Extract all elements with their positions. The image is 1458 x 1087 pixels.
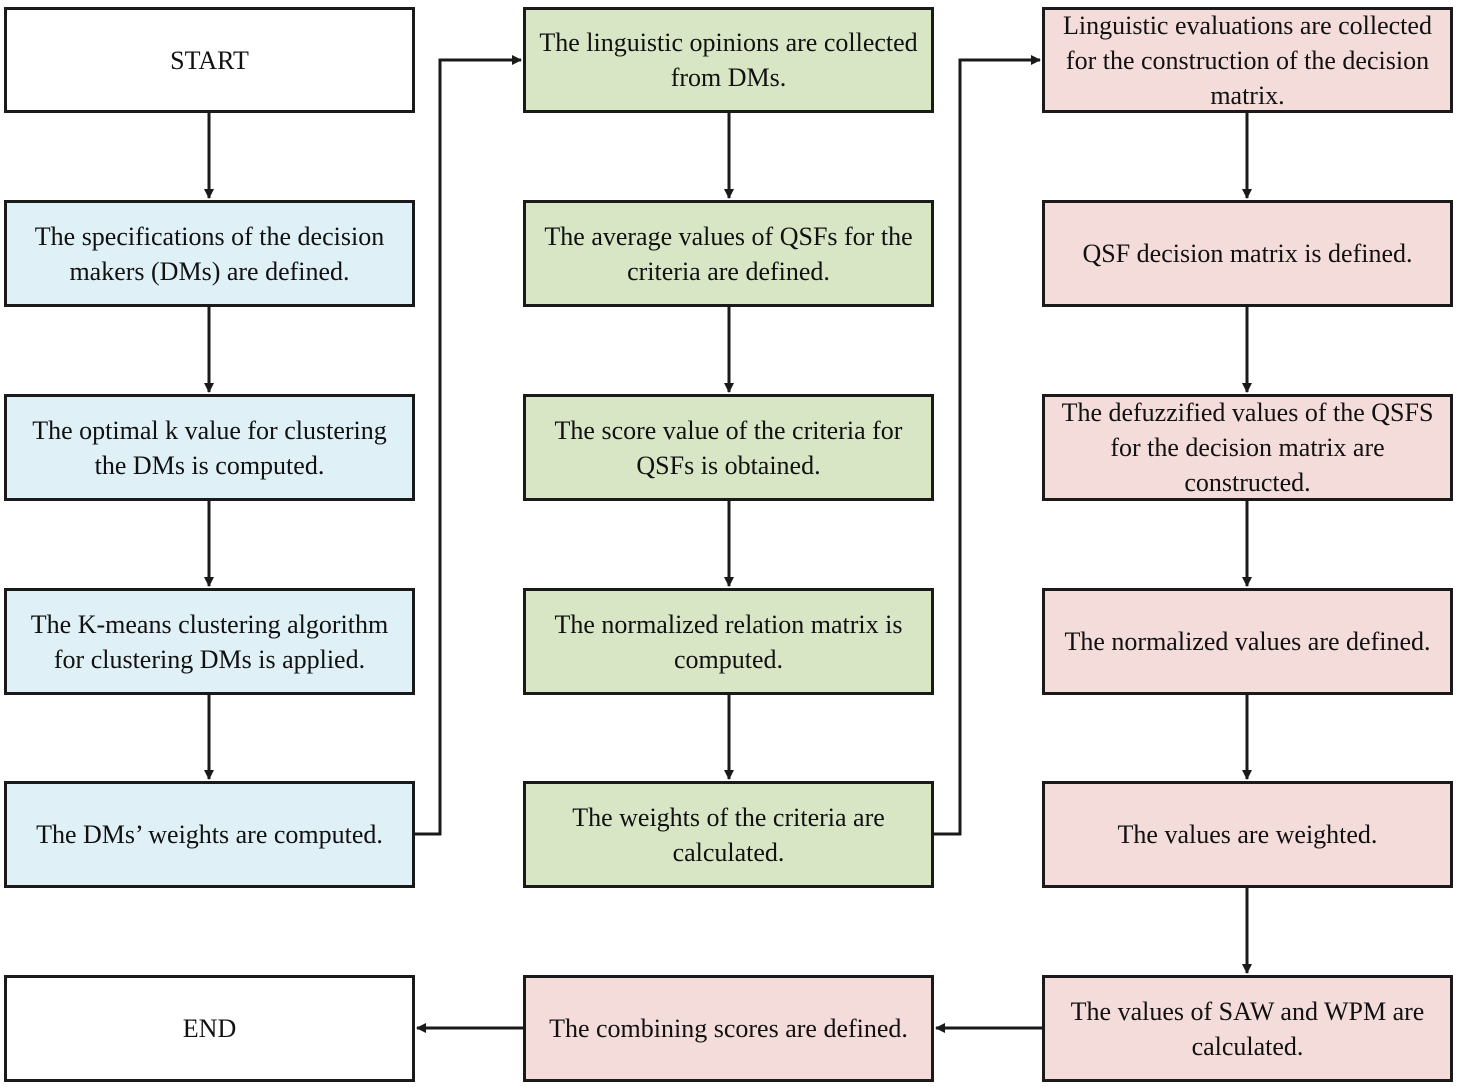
normalized-values-label: The normalized values are defined. — [1064, 627, 1431, 656]
collect-opinions-label: The linguistic opinions are collected fr… — [539, 28, 918, 92]
criteria-weights-label: The weights of the criteria are calculat… — [572, 802, 885, 867]
saw-wpm-node: The values of SAW and WPM are calculated… — [1042, 975, 1453, 1082]
linguistic-evals-node: Linguistic evaluations are collected for… — [1042, 7, 1453, 113]
optimal-k-label: The optimal k value for clustering the D… — [32, 415, 387, 480]
defuzzified-label: The defuzzified values of the QSFS for t… — [1061, 398, 1434, 497]
qsf-matrix-label: QSF decision matrix is defined. — [1082, 239, 1413, 268]
start-node: START — [4, 7, 415, 113]
dm-weights-node: The DMs’ weights are computed. — [4, 781, 415, 888]
score-value-label: The score value of the criteria for QSFs… — [554, 415, 903, 480]
normalized-values-node: The normalized values are defined. — [1042, 588, 1453, 695]
combining-scores-label: The combining scores are defined. — [549, 1014, 908, 1043]
combining-scores-node: The combining scores are defined. — [523, 975, 934, 1082]
end-label: END — [182, 1014, 237, 1043]
kmeans-label: The K-means clustering algorithm for clu… — [30, 609, 389, 674]
weighted-values-label: The values are weighted. — [1117, 820, 1378, 849]
start-label: START — [170, 45, 249, 75]
saw-wpm-label: The values of SAW and WPM are calculated… — [1070, 996, 1425, 1061]
avg-qsf-node: The average values of QSFs for the crite… — [523, 200, 934, 307]
linguistic-evals-label: Linguistic evaluations are collected for… — [1063, 10, 1432, 110]
kmeans-node: The K-means clustering algorithm for clu… — [4, 588, 415, 695]
arrow-dm-weights-to-opinions — [415, 55, 522, 836]
weighted-values-node: The values are weighted. — [1042, 781, 1453, 888]
avg-qsf-label: The average values of QSFs for the crite… — [544, 221, 913, 286]
criteria-weights-node: The weights of the criteria are calculat… — [523, 781, 934, 888]
arrow-criteria-weights-to-evaluations — [934, 55, 1041, 836]
dm-specs-label: The specifications of the decision maker… — [34, 221, 385, 286]
dm-weights-label: The DMs’ weights are computed. — [36, 820, 383, 849]
defuzzified-node: The defuzzified values of the QSFS for t… — [1042, 394, 1453, 501]
score-value-node: The score value of the criteria for QSFs… — [523, 394, 934, 501]
qsf-matrix-node: QSF decision matrix is defined. — [1042, 200, 1453, 307]
collect-opinions-node: The linguistic opinions are collected fr… — [523, 7, 934, 113]
normalized-relation-node: The normalized relation matrix is comput… — [523, 588, 934, 695]
dm-specs-node: The specifications of the decision maker… — [4, 200, 415, 307]
optimal-k-node: The optimal k value for clustering the D… — [4, 394, 415, 501]
end-node: END — [4, 975, 415, 1082]
normalized-relation-label: The normalized relation matrix is comput… — [554, 609, 903, 674]
